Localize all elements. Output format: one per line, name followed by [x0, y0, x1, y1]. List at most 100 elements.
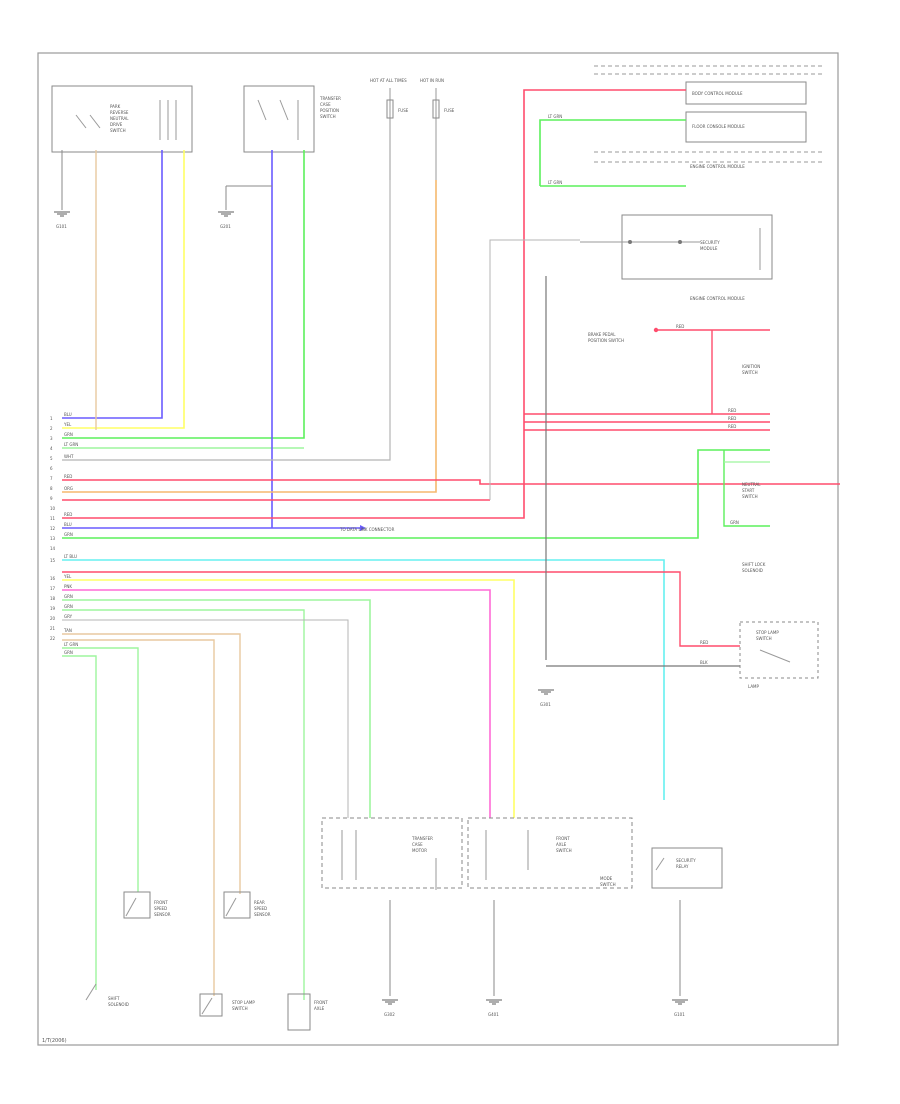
- pin-label: 22: [50, 636, 56, 641]
- wire-grn-3-tag: LT GRN: [548, 180, 562, 185]
- ground-label: G201: [220, 224, 231, 229]
- pin-label: 2: [50, 426, 53, 431]
- shift-solenoid-c: FRONT AXLE: [287, 993, 328, 1031]
- engine-control-label-2: ENGINE CONTROL MODULE: [690, 296, 745, 301]
- svg-text:SWITCH: SWITCH: [756, 636, 772, 641]
- svg-text:MOTOR: MOTOR: [412, 848, 427, 853]
- svg-text:SWITCH: SWITCH: [556, 848, 572, 853]
- wire-blk-2-tag: BLK: [700, 660, 708, 665]
- pin-label: 4: [50, 446, 53, 451]
- wire-grn-6-tag: GRN: [64, 594, 73, 599]
- wire-yel-1-tag: YEL: [63, 422, 72, 427]
- pin-label: 16: [50, 576, 56, 581]
- wire-blu-3-tag: BLU: [64, 522, 72, 527]
- svg-text:HOT IN RUN: HOT IN RUN: [420, 78, 444, 83]
- floor-console-module-block: FLOOR CONSOLE MODULE: [685, 111, 807, 143]
- transfer-switch-line-4: SWITCH: [320, 114, 336, 119]
- wire-grn-5: [723, 450, 770, 527]
- wire-grn-9: [62, 655, 97, 990]
- left-switch-line-4: DRIVE: [110, 122, 123, 127]
- svg-text:SECURITY: SECURITY: [676, 858, 696, 863]
- wire-red-1: [62, 479, 840, 485]
- svg-text:FRONT: FRONT: [314, 1000, 328, 1005]
- wire-org-1-tag: ORG: [64, 486, 73, 491]
- wire-grn-1-tag: GRN: [64, 432, 73, 437]
- data-link-arrow: [360, 525, 366, 531]
- front-speed-sensor: FRONT SPEED SENSOR: [123, 891, 171, 919]
- wire-grn-6: [62, 599, 371, 818]
- wire-red-5-tag: RED: [728, 424, 736, 429]
- wire-cyan-1-tag: LT BLU: [64, 554, 77, 559]
- svg-text:AXLE: AXLE: [556, 842, 567, 847]
- wire-grn-4: [62, 449, 770, 539]
- svg-text:SWITCH: SWITCH: [600, 882, 616, 887]
- wire-grn-8: [62, 647, 139, 892]
- svg-text:NEUTRAL: NEUTRAL: [742, 482, 761, 487]
- pin-label: 20: [50, 616, 56, 621]
- wire-yel-2: [62, 579, 515, 818]
- svg-text:FRONT: FRONT: [154, 900, 168, 905]
- svg-text:SWITCH: SWITCH: [232, 1006, 248, 1011]
- wire-red-9: [62, 571, 740, 647]
- svg-text:IGNITION: IGNITION: [742, 364, 760, 369]
- svg-text:TRANSFER: TRANSFER: [411, 836, 433, 841]
- shift-solenoid-b: STOP LAMP SWITCH: [199, 993, 255, 1017]
- wire-red-3-tag: RED: [728, 408, 736, 413]
- svg-text:SECURITY: SECURITY: [700, 240, 720, 245]
- svg-text:HOT AT ALL TIMES: HOT AT ALL TIMES: [370, 78, 407, 83]
- svg-text:RELAY: RELAY: [676, 864, 689, 869]
- svg-text:SOLENOID: SOLENOID: [108, 1002, 129, 1007]
- transfer-case-switch: TRANSFER CASE POSITION SWITCH: [243, 85, 341, 153]
- pin-label: 1: [50, 416, 53, 421]
- left-switch-line-5: SWITCH: [110, 128, 126, 133]
- wire-grn-7: [62, 609, 305, 1000]
- wire-grn-4-tag: GRN: [64, 532, 73, 537]
- wire-red-9-tag: RED: [700, 640, 708, 645]
- front-axle-switch: FRONT AXLE SWITCH MODE SWITCH: [467, 817, 633, 889]
- svg-text:MODE: MODE: [600, 876, 613, 881]
- wire-cyan-1: [62, 559, 665, 800]
- ground-label: G301: [540, 702, 551, 707]
- right-labels: IGNITION SWITCH NEUTRAL START SWITCH SHI…: [742, 364, 779, 689]
- svg-text:FLOOR CONSOLE MODULE: FLOOR CONSOLE MODULE: [692, 124, 745, 129]
- wire-yel-1: [62, 150, 185, 429]
- wire-grn-7-tag: GRN: [64, 604, 73, 609]
- ground-label: G101: [674, 1012, 685, 1017]
- fuse-hot-at-all-times: HOT AT ALL TIMES FUSE: [370, 78, 409, 180]
- left-switch-line-3: NEUTRAL: [110, 116, 129, 121]
- park-neutral-switch: PARK REVERSE NEUTRAL DRIVE SWITCH: [51, 85, 193, 153]
- wire-gry-2: [489, 239, 580, 500]
- security-relay: SECURITY RELAY: [651, 847, 723, 889]
- wire-red-4-tag: RED: [728, 416, 736, 421]
- wire-gry-1-tag: WHT: [64, 454, 74, 459]
- svg-text:MODULE: MODULE: [700, 246, 718, 251]
- svg-text:FUSE: FUSE: [398, 108, 409, 113]
- svg-text:SPEED: SPEED: [154, 906, 167, 911]
- wire-tan-2: [62, 633, 241, 894]
- pin-label: 13: [50, 536, 56, 541]
- left-switch-line-1: PARK: [110, 104, 121, 109]
- pin-label: 5: [50, 456, 53, 461]
- pin-label: 17: [50, 586, 56, 591]
- wire-red-2: [62, 89, 686, 519]
- svg-text:BODY CONTROL MODULE: BODY CONTROL MODULE: [692, 91, 743, 96]
- wire-tan-2-tag: TAN: [63, 628, 72, 633]
- pin-label: 9: [50, 496, 53, 501]
- wire-grn-5-tag: GRN: [730, 520, 739, 525]
- transfer-case-motor: TRANSFER CASE MOTOR: [321, 817, 463, 890]
- transfer-switch-line-2: CASE: [320, 102, 331, 107]
- shift-solenoid-a: SHIFT SOLENOID: [85, 983, 129, 1007]
- svg-text:LAMP: LAMP: [748, 684, 760, 689]
- wire-yel-2-tag: YEL: [63, 574, 72, 579]
- pin-label: 6: [50, 466, 53, 471]
- fuse-hot-in-run: HOT IN RUN FUSE: [420, 78, 455, 180]
- transfer-switch-line-3: POSITION: [320, 108, 339, 113]
- transfer-switch-line-1: TRANSFER: [319, 96, 341, 101]
- wire-gry-3-tag: GRY: [64, 614, 73, 619]
- pin-label: 8: [50, 486, 53, 491]
- wire-grn-9-tag: GRN: [64, 650, 73, 655]
- svg-text:CASE: CASE: [412, 842, 423, 847]
- security-module: SECURITY MODULE: [580, 214, 773, 280]
